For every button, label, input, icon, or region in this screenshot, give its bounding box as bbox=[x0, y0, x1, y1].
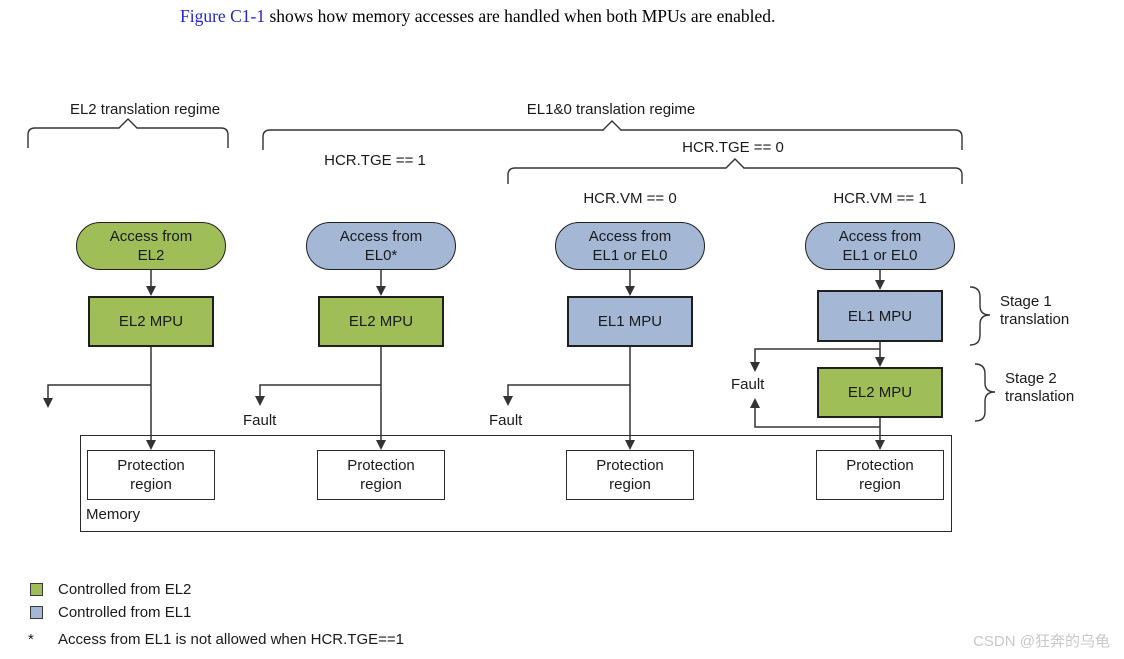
figure-caption-text: shows how memory accesses are handled wh… bbox=[265, 6, 776, 26]
protection-region-col4-line2: region bbox=[859, 476, 901, 493]
protection-region-col1: Protection region bbox=[87, 450, 215, 500]
fault-label-col4: Fault bbox=[731, 376, 765, 393]
label-el10-translation-regime: EL1&0 translation regime bbox=[526, 101, 696, 118]
col2-fault-branch-line bbox=[259, 384, 381, 397]
stage2-brace-icon bbox=[974, 363, 996, 422]
footnote-text: Access from EL1 is not allowed when HCR.… bbox=[58, 631, 404, 648]
col4-arrowhead-icon bbox=[875, 280, 885, 290]
fault-label-col3: Fault bbox=[489, 412, 523, 429]
protection-region-col1-line1: Protection bbox=[117, 457, 185, 474]
mpu-box-col2-el2: EL2 MPU bbox=[318, 296, 444, 347]
label-hcr-vm-1: HCR.VM == 1 bbox=[833, 190, 927, 207]
stage2-line1: Stage 2 bbox=[1005, 370, 1057, 387]
col4-fault-down-arrowhead-icon bbox=[750, 362, 760, 372]
memory-box bbox=[80, 435, 952, 532]
access-pill-vm0-line2: EL1 or EL0 bbox=[592, 247, 668, 264]
stage2-translation-label: Stage 2 translation bbox=[1005, 370, 1074, 406]
csdn-watermark: CSDN @狂奔的乌龟 bbox=[973, 633, 1110, 650]
mpu-box-col4-el2-label: EL2 MPU bbox=[847, 384, 913, 401]
col3-fault-arrowhead-icon bbox=[503, 396, 513, 406]
access-pill-el2-line2: EL2 bbox=[137, 247, 165, 264]
protection-region-col4-line1: Protection bbox=[846, 457, 914, 474]
memory-label: Memory bbox=[86, 506, 141, 523]
col1-fault-arrowhead-icon bbox=[43, 398, 53, 408]
mpu-box-col1-label: EL2 MPU bbox=[118, 313, 184, 330]
stage1-brace-icon bbox=[969, 286, 991, 346]
protection-region-col4: Protection region bbox=[816, 450, 944, 500]
label-hcr-tge-1: HCR.TGE == 1 bbox=[324, 152, 426, 169]
access-pill-el2-line1: Access from bbox=[109, 228, 193, 245]
col3-arrowhead-icon bbox=[625, 286, 635, 296]
col4-stage1-fault-branch-line bbox=[754, 348, 880, 363]
mpu-box-col3-el1: EL1 MPU bbox=[567, 296, 693, 347]
protection-region-col2-line1: Protection bbox=[347, 457, 415, 474]
protection-region-col2-line2: region bbox=[360, 476, 402, 493]
mpu-box-col4-el1: EL1 MPU bbox=[817, 290, 943, 342]
access-pill-vm1-line2: EL1 or EL0 bbox=[842, 247, 918, 264]
col1-arrowhead-icon bbox=[146, 286, 156, 296]
mpu-box-col1-el2: EL2 MPU bbox=[88, 296, 214, 347]
access-pill-el1-el0-vm0: Access from EL1 or EL0 bbox=[555, 222, 705, 270]
label-hcr-tge-0: HCR.TGE == 0 bbox=[682, 139, 784, 156]
protection-region-col2: Protection region bbox=[317, 450, 445, 500]
col2-arrowhead-icon bbox=[376, 286, 386, 296]
access-pill-el0-line1: Access from bbox=[339, 228, 423, 245]
access-pill-el1-el0-vm1: Access from EL1 or EL0 bbox=[805, 222, 955, 270]
brace-el2-regime-icon bbox=[27, 118, 229, 148]
access-pill-vm1-line1: Access from bbox=[838, 228, 922, 245]
figure-link[interactable]: Figure C1-1 bbox=[180, 6, 266, 26]
mpu-box-col4-el2: EL2 MPU bbox=[817, 367, 943, 418]
figure-caption: Figure C1-1 shows how memory accesses ar… bbox=[180, 6, 775, 27]
col4-mpu2-arrowhead-icon bbox=[875, 357, 885, 367]
stage2-line2: translation bbox=[1005, 388, 1075, 405]
access-pill-el0-line2: EL0* bbox=[364, 247, 398, 264]
fault-label-col2: Fault bbox=[243, 412, 277, 429]
legend-swatch-el2-icon bbox=[30, 583, 43, 596]
brace-el10-regime-icon bbox=[262, 120, 963, 150]
mpu-box-col2-label: EL2 MPU bbox=[348, 313, 414, 330]
protection-region-col1-line2: region bbox=[130, 476, 172, 493]
legend-label-el1: Controlled from EL1 bbox=[58, 604, 192, 621]
stage1-line2: translation bbox=[1000, 311, 1070, 328]
brace-hcr-tge0-icon bbox=[507, 158, 963, 184]
protection-region-col3: Protection region bbox=[566, 450, 694, 500]
protection-region-col3-line1: Protection bbox=[596, 457, 664, 474]
label-hcr-vm-0: HCR.VM == 0 bbox=[583, 190, 677, 207]
access-pill-el0: Access from EL0* bbox=[306, 222, 456, 270]
label-el2-translation-regime: EL2 translation regime bbox=[69, 101, 221, 118]
stage1-line1: Stage 1 bbox=[1000, 293, 1052, 310]
access-pill-el2: Access from EL2 bbox=[76, 222, 226, 270]
protection-region-col3-line2: region bbox=[609, 476, 651, 493]
col3-fault-branch-line bbox=[507, 384, 630, 397]
stage1-translation-label: Stage 1 translation bbox=[1000, 293, 1069, 329]
mpu-box-col3-label: EL1 MPU bbox=[597, 313, 663, 330]
mpu-box-col4-el1-label: EL1 MPU bbox=[847, 307, 913, 325]
col4-fault-up-arrowhead-icon bbox=[750, 398, 760, 408]
col1-fault-branch-line bbox=[47, 384, 151, 398]
legend-swatch-el1-icon bbox=[30, 606, 43, 619]
footnote-marker: * bbox=[28, 631, 34, 648]
col2-fault-arrowhead-icon bbox=[255, 396, 265, 406]
legend-label-el2: Controlled from EL2 bbox=[58, 581, 192, 598]
access-pill-vm0-line1: Access from bbox=[588, 228, 672, 245]
